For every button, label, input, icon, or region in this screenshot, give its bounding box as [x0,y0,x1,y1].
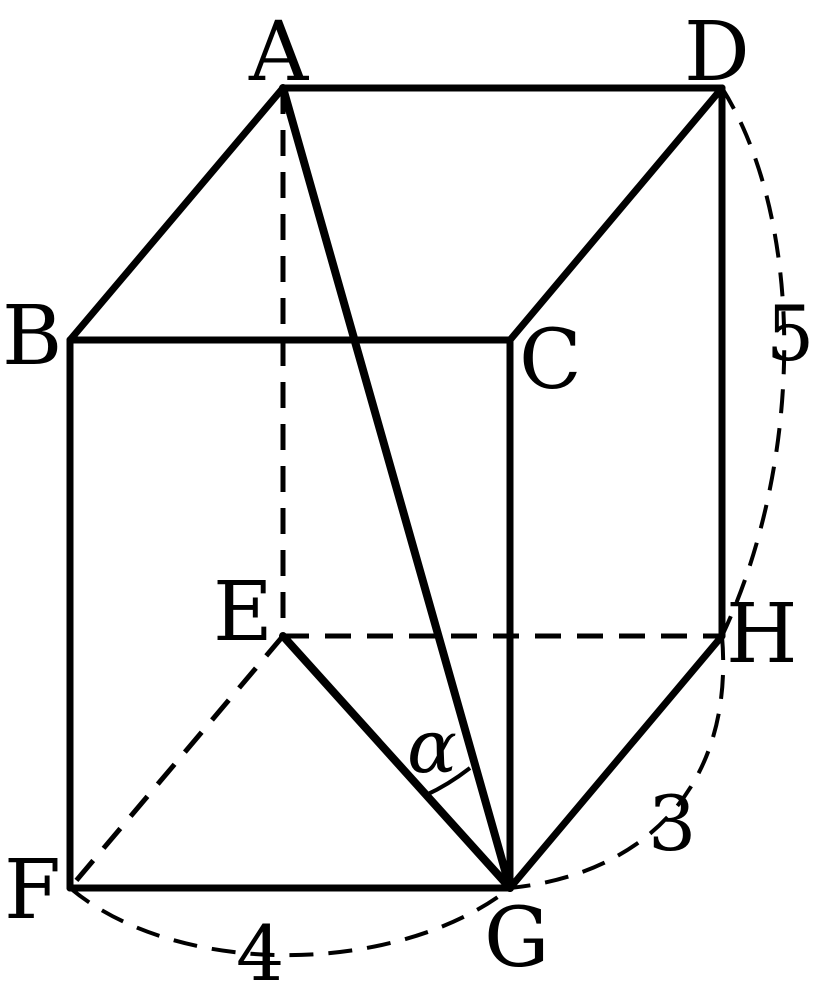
edge-EF [68,634,285,890]
dimension-arc-depth [509,635,726,890]
dimension-label-width: 4 [236,909,284,998]
edge-HG [506,632,726,892]
vertex-label-E: E [213,565,273,660]
dimension-arc-width [68,886,512,958]
edge-AB [66,84,287,344]
vertex-label-C: C [519,313,582,408]
dimension-label-depth: 3 [648,779,696,868]
vertex-label-H: H [726,587,798,682]
angle-label: α [407,704,457,790]
vertex-label-G: G [484,891,550,986]
dimension-arc-height [720,86,787,637]
vertex-label-B: B [2,289,62,384]
vertex-label-A: A [248,5,310,100]
edge-DC [506,84,726,344]
diagonal-AG [279,84,514,892]
diagonal-EG [279,632,514,892]
angle-arc [425,766,472,797]
vertex-label-F: F [4,843,61,938]
dimension-label-height: 5 [766,289,814,378]
vertex-label-D: D [684,5,750,100]
